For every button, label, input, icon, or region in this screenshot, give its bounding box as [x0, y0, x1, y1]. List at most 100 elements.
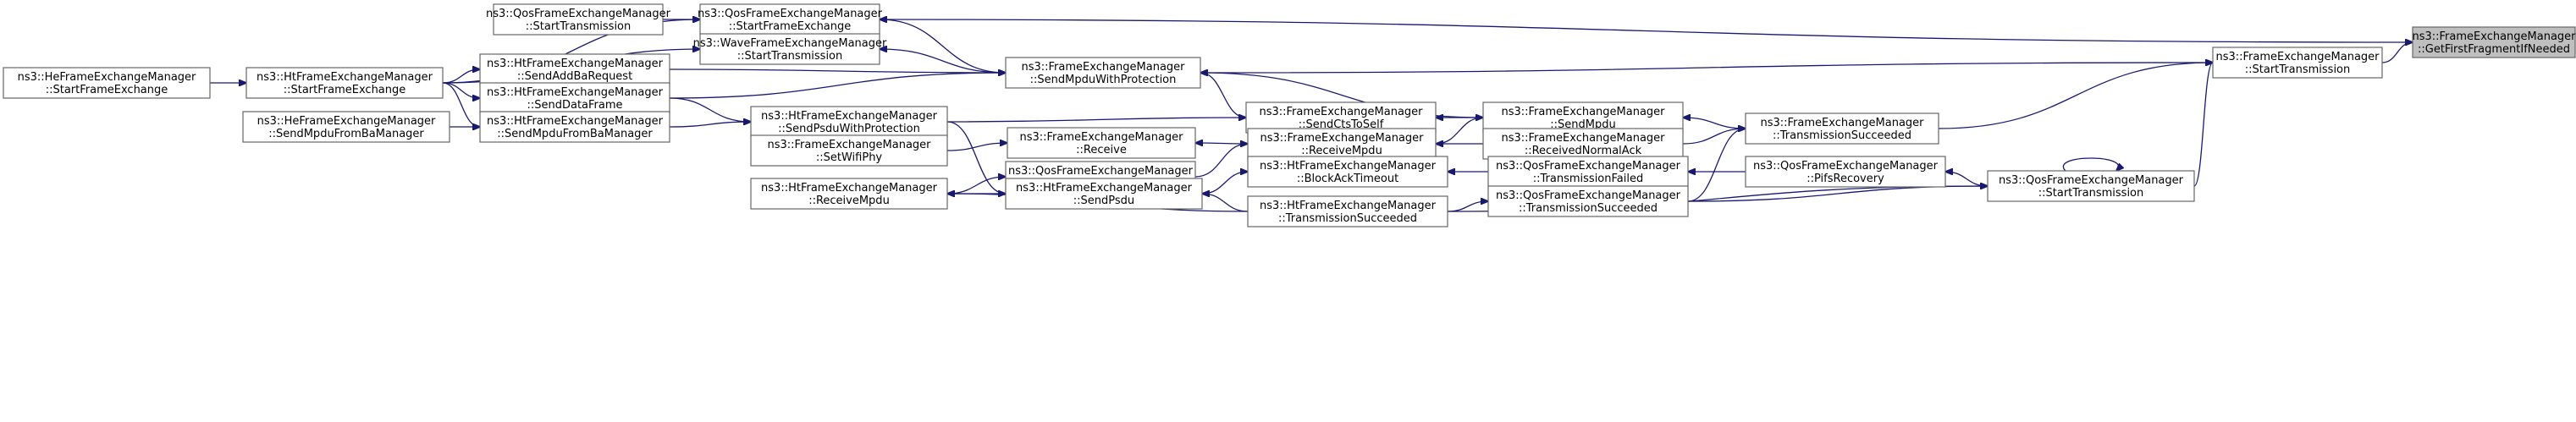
node-label-namespace: ns3::FrameExchangeManager	[1019, 131, 1183, 144]
node-box[interactable]	[750, 134, 948, 167]
graph-node[interactable]: ns3::FrameExchangeManager::ReceivedNorma…	[1482, 128, 1684, 160]
node-label-method: ::TransmissionSucceeded	[1773, 129, 1911, 142]
graph-node[interactable]: ns3::FrameExchangeManager::SetWifiPhy	[750, 134, 948, 167]
node-label-namespace: ns3::FrameExchangeManager	[1760, 117, 1924, 129]
node-box[interactable]	[1487, 185, 1689, 217]
node-label-namespace: ns3::QosFrameExchangeManager	[1496, 189, 1681, 202]
node-box[interactable]	[479, 82, 670, 114]
graph-node[interactable]: ns3::FrameExchangeManager::ReceiveMpdu	[1247, 128, 1437, 160]
node-box[interactable]	[2212, 47, 2383, 79]
node-label-namespace: ns3::HtFrameExchangeManager	[761, 182, 938, 195]
graph-node[interactable]: ns3::QosFrameExchangeManager::Transmissi…	[1487, 185, 1689, 217]
call-edge	[669, 122, 751, 128]
call-edge	[1687, 129, 1746, 202]
graph-node[interactable]: ns3::QosFrameExchangeManager::Transmissi…	[1487, 156, 1689, 188]
graph-node[interactable]: ns3::FrameExchangeManager::Receive	[1007, 127, 1196, 159]
call-edge	[946, 118, 1246, 123]
node-box[interactable]	[1007, 127, 1196, 159]
node-box[interactable]	[1745, 112, 1939, 145]
call-edge	[669, 69, 1006, 73]
node-box[interactable]	[699, 33, 880, 65]
call-edge	[442, 69, 480, 84]
node-label-namespace: ns3::WaveFrameExchangeManager	[693, 37, 887, 50]
call-edge	[1682, 129, 1746, 145]
node-label-method: ::SendMpduFromBaManager	[268, 128, 424, 140]
call-edge	[1200, 73, 1247, 118]
node-label-method: ::ReceiveMpdu	[1301, 145, 1382, 157]
node-box[interactable]	[1487, 156, 1689, 188]
node-box[interactable]	[1247, 195, 1448, 227]
node-label-method: ::ReceiveMpdu	[808, 195, 890, 207]
graph-node[interactable]: ns3::HtFrameExchangeManager::BlockAckTim…	[1247, 156, 1448, 188]
graph-node[interactable]: ns3::WaveFrameExchangeManager::StartTran…	[693, 33, 887, 65]
node-label-namespace: ns3::HtFrameExchangeManager	[487, 86, 664, 99]
graph-node[interactable]: ns3::FrameExchangeManager::SendMpduWithP…	[1005, 57, 1201, 89]
node-box[interactable]	[1247, 156, 1448, 188]
call-edge	[669, 97, 751, 122]
node-box[interactable]	[1005, 57, 1201, 89]
graph-node[interactable]: ns3::FrameExchangeManager::StartTransmis…	[2212, 47, 2383, 79]
graph-node[interactable]: ns3::QosFrameExchangeManager::PifsRecove…	[1745, 156, 1946, 188]
node-box[interactable]	[1745, 156, 1946, 188]
node-box[interactable]	[1482, 128, 1684, 160]
node-box[interactable]	[245, 67, 444, 99]
node-label-namespace: ns3::HtFrameExchangeManager	[487, 58, 664, 70]
call-edge	[1195, 143, 1249, 144]
node-label-method: ::Receive	[1076, 144, 1127, 156]
graph-node[interactable]: ns3::QosFrameExchangeManager::StartTrans…	[486, 3, 671, 36]
graph-node[interactable]: ns3::HtFrameExchangeManager::SendPsdu	[1005, 178, 1203, 210]
node-label-namespace: ns3::HtFrameExchangeManager	[761, 110, 938, 123]
node-box[interactable]	[479, 111, 670, 143]
call-edge	[1201, 172, 1248, 195]
graph-node[interactable]: ns3::HtFrameExchangeManager::SendDataFra…	[479, 82, 670, 114]
call-edge	[1945, 172, 1989, 187]
call-edge	[879, 19, 2413, 42]
node-label-namespace: ns3::QosFrameExchangeManager	[1753, 160, 1939, 173]
graph-node[interactable]: ns3::HtFrameExchangeManager::StartFrameE…	[245, 67, 444, 99]
graph-node[interactable]: ns3::FrameExchangeManager::GetFirstFragm…	[2412, 26, 2576, 58]
call-edge	[1687, 186, 1988, 202]
graph-node[interactable]: ns3::HeFrameExchangeManager::StartFrameE…	[3, 67, 211, 99]
call-edge	[1200, 63, 2213, 74]
node-box[interactable]	[1987, 170, 2195, 202]
node-box[interactable]	[493, 3, 664, 36]
graph-node[interactable]: ns3::FrameExchangeManager::TransmissionS…	[1745, 112, 1939, 145]
node-box[interactable]	[750, 178, 948, 210]
node-box[interactable]	[699, 3, 880, 36]
call-edge	[880, 19, 1007, 74]
node-box[interactable]	[750, 106, 948, 138]
node-box[interactable]	[1482, 101, 1684, 134]
call-edge	[669, 73, 1006, 99]
graph-node[interactable]: ns3::HtFrameExchangeManager::SendMpduFro…	[479, 111, 670, 143]
node-label-method: ::SendPsduWithProtection	[778, 123, 920, 135]
node-label-namespace: ns3::HeFrameExchangeManager	[18, 71, 196, 84]
node-label-method: ::SendMpduWithProtection	[1030, 74, 1177, 86]
root-node-box[interactable]	[2412, 26, 2576, 58]
graph-node[interactable]: ns3::QosFrameExchangeManager::StartFrame…	[698, 3, 883, 36]
call-edge	[946, 143, 1007, 151]
graph-node[interactable]: ns3::HtFrameExchangeManager::ReceiveMpdu	[750, 178, 948, 210]
graph-node[interactable]: ns3::HeFrameExchangeManager::SendMpduFro…	[242, 111, 450, 143]
node-label-method: ::ReceivedNormalAck	[1525, 145, 1642, 157]
graph-node[interactable]: ns3::QosFrameExchangeManager::StartTrans…	[1987, 170, 2195, 202]
node-box[interactable]	[3, 67, 211, 99]
node-label-method: ::TransmissionSucceeded	[1519, 202, 1658, 215]
node-label-method: ::StartFrameExchange	[729, 20, 852, 33]
node-box[interactable]	[1245, 101, 1437, 134]
node-label-method: ::StartTransmission	[2038, 187, 2144, 200]
graph-node[interactable]: ns3::HtFrameExchangeManager::SendPsduWit…	[750, 106, 948, 138]
graph-node[interactable]: ns3::FrameExchangeManager::SendCtsToSelf	[1245, 101, 1437, 134]
node-box[interactable]	[1005, 178, 1203, 210]
node-box[interactable]	[242, 111, 450, 143]
graph-node[interactable]: ns3::HtFrameExchangeManager::SendAddBaRe…	[479, 53, 670, 85]
call-edge	[2381, 42, 2413, 63]
node-box[interactable]	[479, 53, 670, 85]
node-label-method: ::GetFirstFragmentIfNeeded	[2418, 43, 2570, 56]
graph-node[interactable]: ns3::FrameExchangeManager::SendMpdu	[1482, 101, 1684, 134]
graph-node[interactable]: ns3::HtFrameExchangeManager::Transmissio…	[1247, 195, 1448, 227]
node-label-method: ::BlockAckTimeout	[1297, 173, 1398, 185]
node-label-method: ::StartTransmission	[737, 50, 843, 63]
node-label-namespace: ns3::HtFrameExchangeManager	[256, 71, 433, 84]
node-label-namespace: ns3::QosFrameExchangeManager	[1999, 174, 2184, 187]
